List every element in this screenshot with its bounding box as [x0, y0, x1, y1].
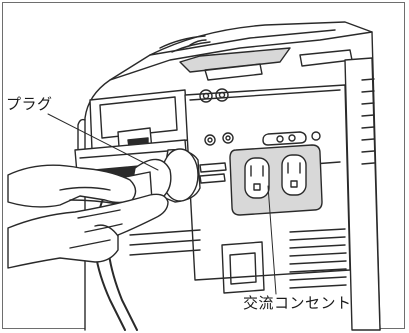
receptacle-left [244, 157, 270, 199]
outlet-leader-line [267, 185, 277, 295]
lower-grille [129, 228, 347, 294]
plug-label: プラグ [6, 95, 53, 113]
side-vents [344, 57, 381, 331]
hands [7, 164, 169, 269]
ac-outlet-recess [229, 144, 323, 216]
plug-leader-line [47, 113, 159, 171]
receptacle-right [281, 154, 307, 196]
ac-outlet-label: 交流コンセント [243, 294, 352, 312]
